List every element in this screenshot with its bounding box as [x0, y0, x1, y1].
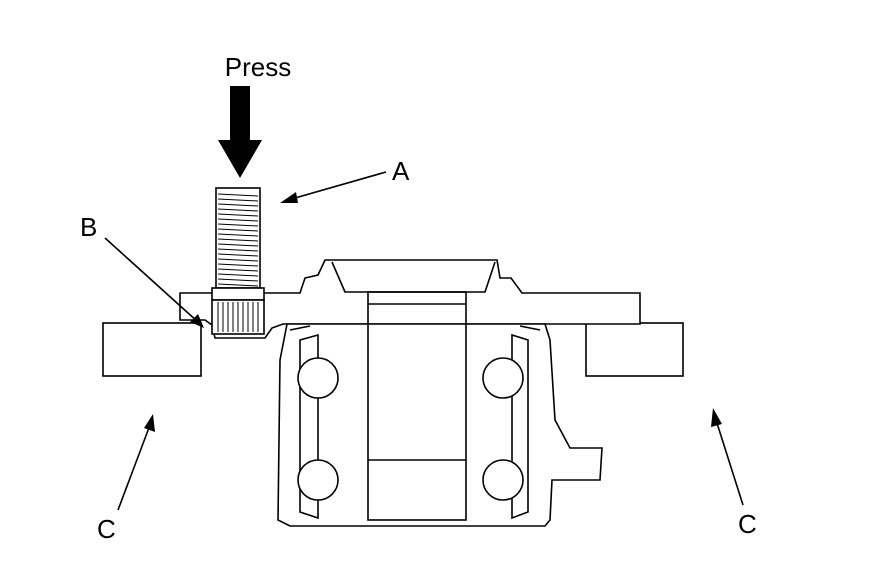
thread-line	[217, 203, 259, 207]
thread-line	[217, 258, 259, 262]
thread-line	[217, 273, 259, 277]
thread-line	[217, 233, 259, 237]
label-c-right: C	[738, 509, 757, 539]
wheel-stud	[211, 187, 265, 335]
label-b: B	[80, 212, 97, 242]
thread-line	[217, 283, 259, 287]
thread-line	[217, 223, 259, 227]
press-arrow	[218, 86, 262, 178]
leader-a	[287, 171, 387, 201]
leader-b	[104, 237, 199, 323]
leader-c-right	[715, 419, 744, 506]
label-c-left: C	[97, 514, 116, 544]
support-block-left	[102, 322, 202, 377]
thread-line	[217, 243, 259, 247]
thread-line	[217, 238, 259, 242]
leader-c-left-arrowhead	[144, 414, 155, 432]
leader-a-arrowhead	[280, 192, 298, 203]
stud-threads	[217, 193, 259, 287]
thread-line	[217, 198, 259, 202]
thread-line	[217, 253, 259, 257]
leader-b-arrowhead	[190, 314, 204, 328]
thread-line	[217, 218, 259, 222]
thread-line	[217, 268, 259, 272]
label-a: A	[392, 156, 410, 186]
thread-line	[217, 263, 259, 267]
support-block-right	[585, 322, 684, 377]
leader-c-left	[117, 424, 151, 511]
press-label: Press	[225, 52, 291, 82]
thread-line	[217, 208, 259, 212]
leader-c-right-arrowhead	[711, 408, 722, 427]
bearing-balls	[297, 357, 524, 501]
thread-line	[217, 228, 259, 232]
stud-splines	[217, 302, 259, 332]
thread-line	[217, 248, 259, 252]
thread-line	[217, 193, 259, 197]
thread-line	[217, 278, 259, 282]
thread-line	[217, 213, 259, 217]
